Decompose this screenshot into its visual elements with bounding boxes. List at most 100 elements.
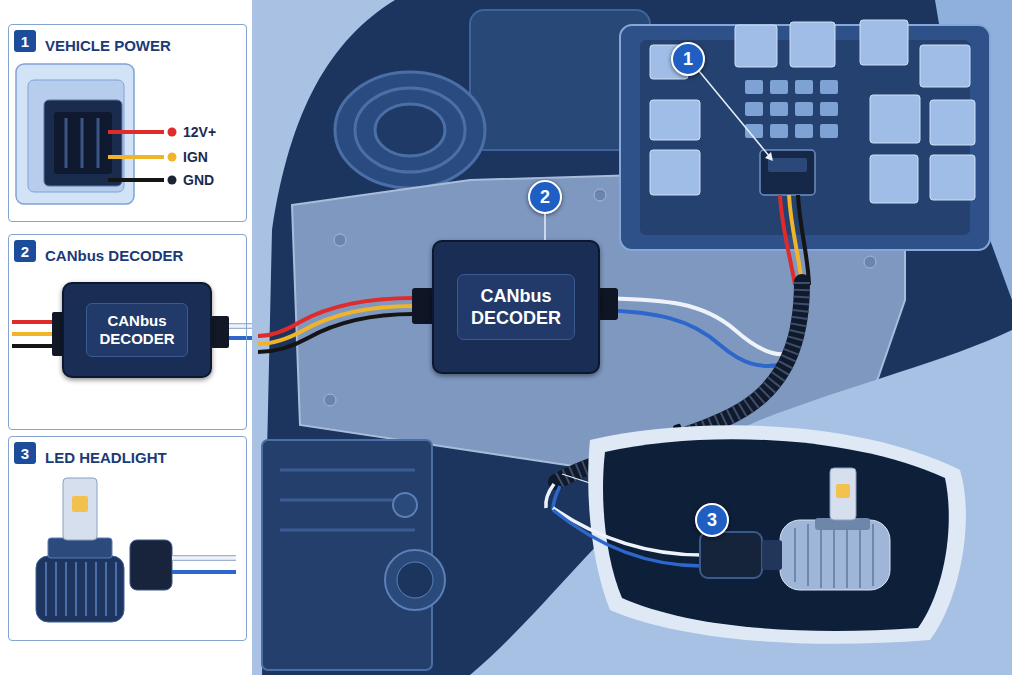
badge-number: 1 bbox=[21, 34, 29, 49]
reservoir bbox=[385, 550, 445, 610]
yellow-wire bbox=[12, 332, 58, 336]
bulb-heat-sink bbox=[780, 520, 890, 590]
callout-number-text: 1 bbox=[683, 50, 693, 68]
decoder-label: CANbus DECODER bbox=[457, 274, 575, 340]
car-front bbox=[470, 330, 1012, 675]
panel-title: VEHICLE POWER bbox=[45, 38, 171, 54]
bulb-shaft bbox=[63, 478, 97, 540]
relay bbox=[790, 22, 835, 67]
pin-label: 12V+ bbox=[183, 124, 216, 140]
relay bbox=[870, 155, 918, 203]
connector-shell bbox=[28, 80, 124, 192]
leader-line bbox=[699, 71, 770, 157]
connector-face bbox=[54, 112, 112, 174]
heat-sink-fins bbox=[795, 522, 873, 588]
decoder-label: CANbus DECODER bbox=[86, 303, 188, 357]
headlight-housing bbox=[603, 439, 949, 631]
blue-wire bbox=[601, 310, 792, 366]
number-badge: 1 bbox=[14, 30, 36, 52]
wire-dot bbox=[168, 176, 177, 185]
white-wire bbox=[553, 508, 702, 555]
number-badge: 2 bbox=[14, 240, 36, 262]
callout-number: 3 bbox=[695, 503, 729, 537]
info-panel: LED HEADLIGHT 3 bbox=[8, 436, 247, 641]
relay bbox=[650, 100, 700, 140]
wire-outline bbox=[172, 555, 236, 561]
heat-sink-fins bbox=[46, 562, 116, 616]
plate-bolt bbox=[324, 394, 336, 406]
relay bbox=[650, 150, 700, 195]
leader-arrow bbox=[765, 152, 773, 161]
fuse bbox=[820, 80, 838, 94]
bulb-connector bbox=[700, 532, 762, 578]
white-wire bbox=[172, 556, 236, 560]
pin-label: IGN bbox=[183, 149, 208, 165]
decoder-plug bbox=[598, 288, 618, 320]
callout-number-text: 3 bbox=[707, 511, 717, 529]
heat-sink bbox=[36, 556, 124, 622]
callout-number: 1 bbox=[671, 42, 705, 76]
connector-pin bbox=[97, 118, 100, 168]
wire-dot bbox=[168, 128, 177, 137]
fuse bbox=[820, 124, 838, 138]
decoder-plug bbox=[211, 316, 229, 348]
black-wire bbox=[258, 314, 414, 352]
connector-pin bbox=[81, 118, 84, 168]
decoder-box: CANbus DECODER bbox=[62, 282, 212, 378]
callout-number-text: 2 bbox=[540, 188, 550, 206]
fuse-tray bbox=[640, 40, 970, 235]
fuse bbox=[745, 80, 763, 94]
relay bbox=[920, 45, 970, 87]
blue-wire bbox=[553, 510, 702, 566]
relay bbox=[930, 155, 975, 200]
reservoir-cap bbox=[397, 562, 433, 598]
leader-line bbox=[544, 214, 546, 240]
number-badge: 3 bbox=[14, 442, 36, 464]
bulb-collar bbox=[48, 538, 112, 558]
intake-hose bbox=[335, 72, 485, 188]
fuse bbox=[795, 80, 813, 94]
engine-bay bbox=[252, 0, 1012, 675]
relay bbox=[860, 20, 908, 65]
decoder-box: CANbus DECODER bbox=[432, 240, 600, 374]
badge-number: 2 bbox=[21, 244, 29, 259]
headlight-rim bbox=[588, 425, 966, 643]
bulb-connector bbox=[130, 540, 172, 590]
red-wire bbox=[108, 130, 164, 134]
info-panel: VEHICLE POWER 1 bbox=[8, 24, 247, 222]
red-wire bbox=[12, 320, 58, 324]
panel-title: CANbus DECODER bbox=[45, 248, 183, 264]
fuse bbox=[795, 124, 813, 138]
badge-number: 3 bbox=[21, 446, 29, 461]
reservoir-cap bbox=[393, 493, 417, 517]
hose-ridge bbox=[355, 88, 465, 172]
black-wire bbox=[798, 195, 809, 285]
relay bbox=[870, 95, 920, 143]
callout-number: 2 bbox=[528, 180, 562, 214]
fuse bbox=[770, 102, 788, 116]
plate-bolt bbox=[594, 189, 606, 201]
relay bbox=[930, 100, 975, 145]
connector-latch bbox=[768, 158, 807, 172]
red-wire bbox=[780, 195, 795, 285]
blue-wire bbox=[172, 570, 236, 574]
fuse bbox=[770, 124, 788, 138]
pin-label: GND bbox=[183, 172, 214, 188]
fuse bbox=[770, 80, 788, 94]
relay bbox=[735, 25, 777, 67]
plate-bolt bbox=[864, 256, 876, 268]
connector-pin bbox=[65, 118, 68, 168]
connector-body bbox=[44, 100, 122, 186]
decoder-plug bbox=[412, 288, 434, 324]
fuse bbox=[795, 102, 813, 116]
plate-bolt bbox=[334, 234, 346, 246]
fuse bbox=[820, 102, 838, 116]
blue-wire bbox=[553, 486, 560, 510]
black-wire bbox=[12, 344, 58, 348]
fuse bbox=[745, 102, 763, 116]
led-chip bbox=[836, 484, 850, 498]
yellow-wire bbox=[108, 155, 164, 159]
hose-ridge bbox=[375, 104, 445, 156]
panel-title: LED HEADLIGHT bbox=[45, 450, 167, 466]
